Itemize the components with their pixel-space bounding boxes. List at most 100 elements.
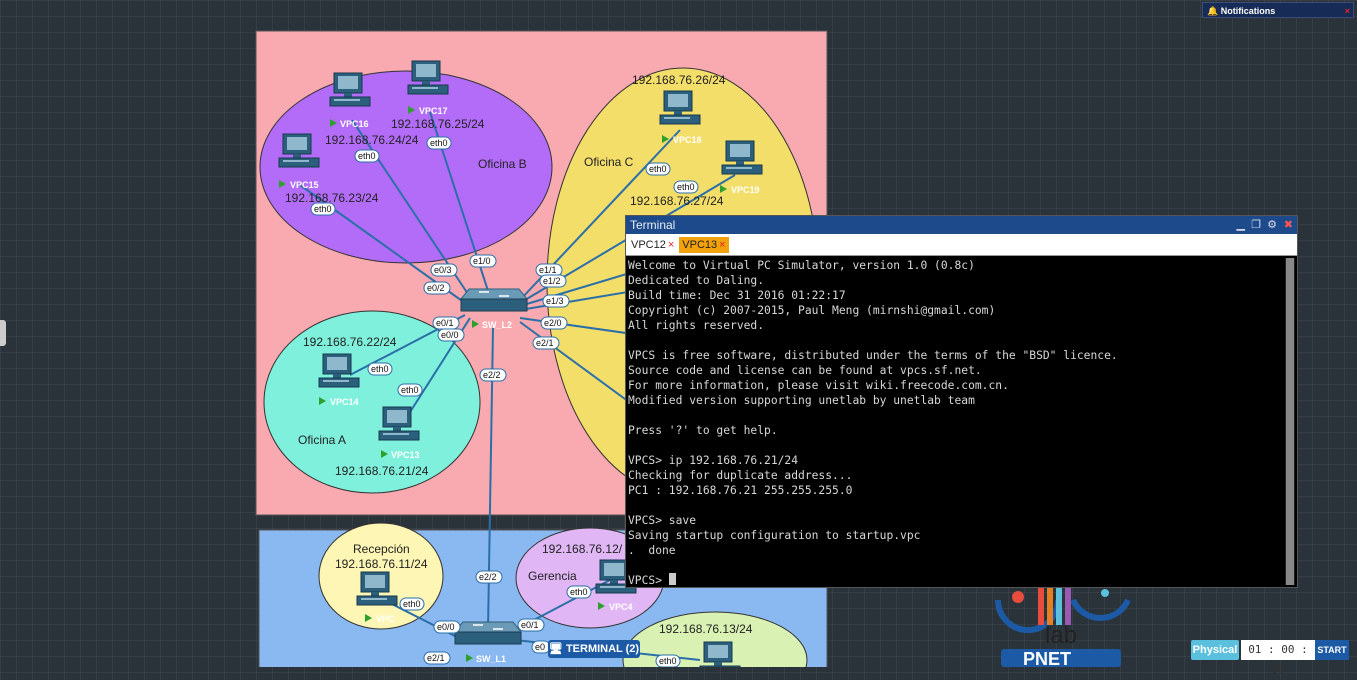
close-icon[interactable]: ×	[1344, 6, 1350, 16]
node-name: SW_L2	[482, 320, 512, 330]
terminal-output[interactable]: Welcome to Virtual PC Simulator, version…	[626, 256, 1283, 587]
svg-text:e1/3: e1/3	[546, 296, 564, 306]
terminal-line: Checking for duplicate address...	[628, 469, 853, 482]
terminal-title: Terminal	[630, 218, 676, 232]
svg-text:e1/0: e1/0	[473, 256, 491, 266]
svg-text:eth0: eth0	[401, 385, 419, 395]
physical-mode-button[interactable]: Physical	[1191, 640, 1239, 660]
port-labels: eth0 eth0 eth0 eth0 eth0 eth0 eth0 e0/3 …	[310, 136, 699, 667]
svg-text:eth0: eth0	[659, 656, 677, 666]
node-name: VPC14	[330, 397, 359, 407]
svg-text:e2/2: e2/2	[483, 370, 501, 380]
lab-timer[interactable]: 01 : 00 : 00	[1241, 640, 1315, 676]
svg-text:e1/1: e1/1	[539, 265, 557, 275]
text-cursor	[668, 573, 676, 585]
vpc4-node[interactable]: VPC4 192.168.76.12/	[542, 542, 637, 612]
node-ip: 192.168.76.26/24	[632, 73, 726, 87]
port-label: e1/2	[539, 274, 567, 288]
node-ip: 192.168.76.23/24	[285, 191, 379, 205]
node-ip: 192.168.76.22/24	[303, 335, 397, 349]
port-label: eth0	[426, 136, 452, 150]
gear-icon[interactable]: ⚙	[1267, 219, 1277, 231]
node-ip: 192.168.76.13/24	[659, 622, 753, 636]
port-label: eth0	[367, 362, 393, 376]
vpc17-node[interactable]: VPC17 192.168.76.25/24	[391, 60, 485, 131]
port-label: e0/0	[433, 620, 461, 634]
terminal-tabs: VPC12× VPC13×	[626, 234, 1297, 256]
pnet-logo: lab PNET	[995, 585, 1131, 667]
office-a-label: Oficina A	[298, 433, 346, 447]
terminal-line: Press '?' to get help.	[628, 424, 778, 437]
port-label: e0/1	[517, 618, 545, 632]
vpc13-node[interactable]: VPC13 192.168.76.21/24	[335, 406, 429, 478]
vpc19-node[interactable]: VPC19 192.168.76.27/24	[630, 140, 763, 208]
notifications-bar[interactable]: 🔔 Notifications ×	[1202, 2, 1354, 18]
close-icon[interactable]: ×	[667, 238, 675, 251]
node-name: VPC15	[290, 180, 319, 190]
svg-text:e1/2: e1/2	[543, 276, 561, 286]
close-icon[interactable]: ✖	[1283, 219, 1293, 231]
port-label: eth0	[354, 149, 380, 163]
node-ip: 192.168.76.21/24	[335, 464, 429, 478]
switch-icon	[460, 288, 528, 312]
vpc-bottom-node[interactable]: 192.168.76.13/24	[659, 622, 753, 667]
svg-text:e2/0: e2/0	[544, 318, 562, 328]
svg-text:eth0: eth0	[358, 151, 376, 161]
switch-icon	[454, 621, 522, 645]
svg-text:e0/1: e0/1	[521, 620, 539, 630]
tab-vpc12[interactable]: VPC12×	[631, 238, 675, 251]
port-label: e2/2	[475, 570, 503, 584]
svg-text:e0: e0	[535, 642, 545, 652]
terminal-titlebar[interactable]: Terminal ▁ ❐ ⚙ ✖	[626, 216, 1297, 234]
svg-text:eth0: eth0	[403, 599, 421, 609]
node-name: SW_L1	[476, 654, 506, 664]
start-button[interactable]: START	[1315, 640, 1349, 660]
svg-text:eth0: eth0	[570, 587, 588, 597]
office-b-label: Oficina B	[478, 157, 527, 171]
svg-text:eth0: eth0	[371, 364, 389, 374]
terminal-window[interactable]: Terminal ▁ ❐ ⚙ ✖ VPC12× VPC13× Welcome t…	[625, 215, 1298, 588]
terminal-line	[628, 558, 1283, 573]
vpc15-node[interactable]: VPC15 192.168.76.23/24	[278, 133, 379, 205]
minimize-icon[interactable]: ▁	[1236, 219, 1245, 231]
vpc18-node[interactable]: VPC18 192.168.76.26/24	[632, 73, 726, 145]
terminal-line: All rights reserved.	[628, 319, 765, 332]
terminal-line: Modified version supporting unetlab by u…	[628, 394, 975, 407]
node-ip: 192.168.76.27/24	[630, 194, 724, 208]
monitor-icon: 🖥	[548, 643, 563, 655]
terminal-line: VPCS> ip 192.168.76.21/24	[628, 454, 799, 467]
terminal-line	[628, 438, 1283, 453]
terminal-line: Saving startup configuration to startup.…	[628, 529, 921, 542]
sidebar-toggle[interactable]	[0, 320, 6, 346]
port-label: e0/0	[437, 328, 465, 342]
terminal-line: . done	[628, 544, 676, 557]
node-ip: 192.168.76.25/24	[391, 117, 485, 131]
office-b-zone	[259, 70, 553, 264]
restore-icon[interactable]: ❐	[1251, 219, 1261, 231]
terminal-scrollbar[interactable]	[1285, 258, 1295, 585]
svg-text:PNET: PNET	[1023, 649, 1071, 667]
vpc16-node[interactable]: VPC16 192.168.76.24/24	[325, 72, 419, 147]
terminal-prompt[interactable]: VPCS>	[628, 573, 1283, 587]
terminal-taskbar-button[interactable]: 🖥 TERMINAL (2)	[548, 640, 640, 658]
office-a-zone	[263, 310, 481, 494]
svg-text:eth0: eth0	[677, 182, 695, 192]
terminal-line: PC1 : 192.168.76.21 255.255.255.0	[628, 484, 853, 497]
svg-text:eth0: eth0	[430, 138, 448, 148]
vpc14-node[interactable]: VPC14 192.168.76.22/24	[303, 335, 397, 407]
port-label: eth0	[310, 202, 336, 216]
svg-text:e0/0: e0/0	[441, 330, 459, 340]
port-label: e2/2	[479, 368, 507, 382]
sw-l2-node[interactable]: SW_L2	[460, 288, 528, 330]
tab-vpc13[interactable]: VPC13×	[679, 236, 729, 253]
close-icon[interactable]: ×	[719, 238, 726, 251]
vpc-recepcion-node[interactable]: VPC 192.168.76.11/24	[335, 557, 428, 624]
terminal-line: Build time: Dec 31 2016 01:22:17	[628, 289, 846, 302]
sw-l1-node[interactable]: SW_L1	[454, 621, 522, 664]
svg-text:lab: lab	[1045, 622, 1077, 649]
node-ip: 192.168.76.12/	[542, 542, 623, 556]
svg-text:eth0: eth0	[649, 164, 667, 174]
svg-text:eth0: eth0	[314, 204, 332, 214]
node-name: VPC13	[391, 450, 420, 460]
svg-text:e0/0: e0/0	[437, 622, 455, 632]
